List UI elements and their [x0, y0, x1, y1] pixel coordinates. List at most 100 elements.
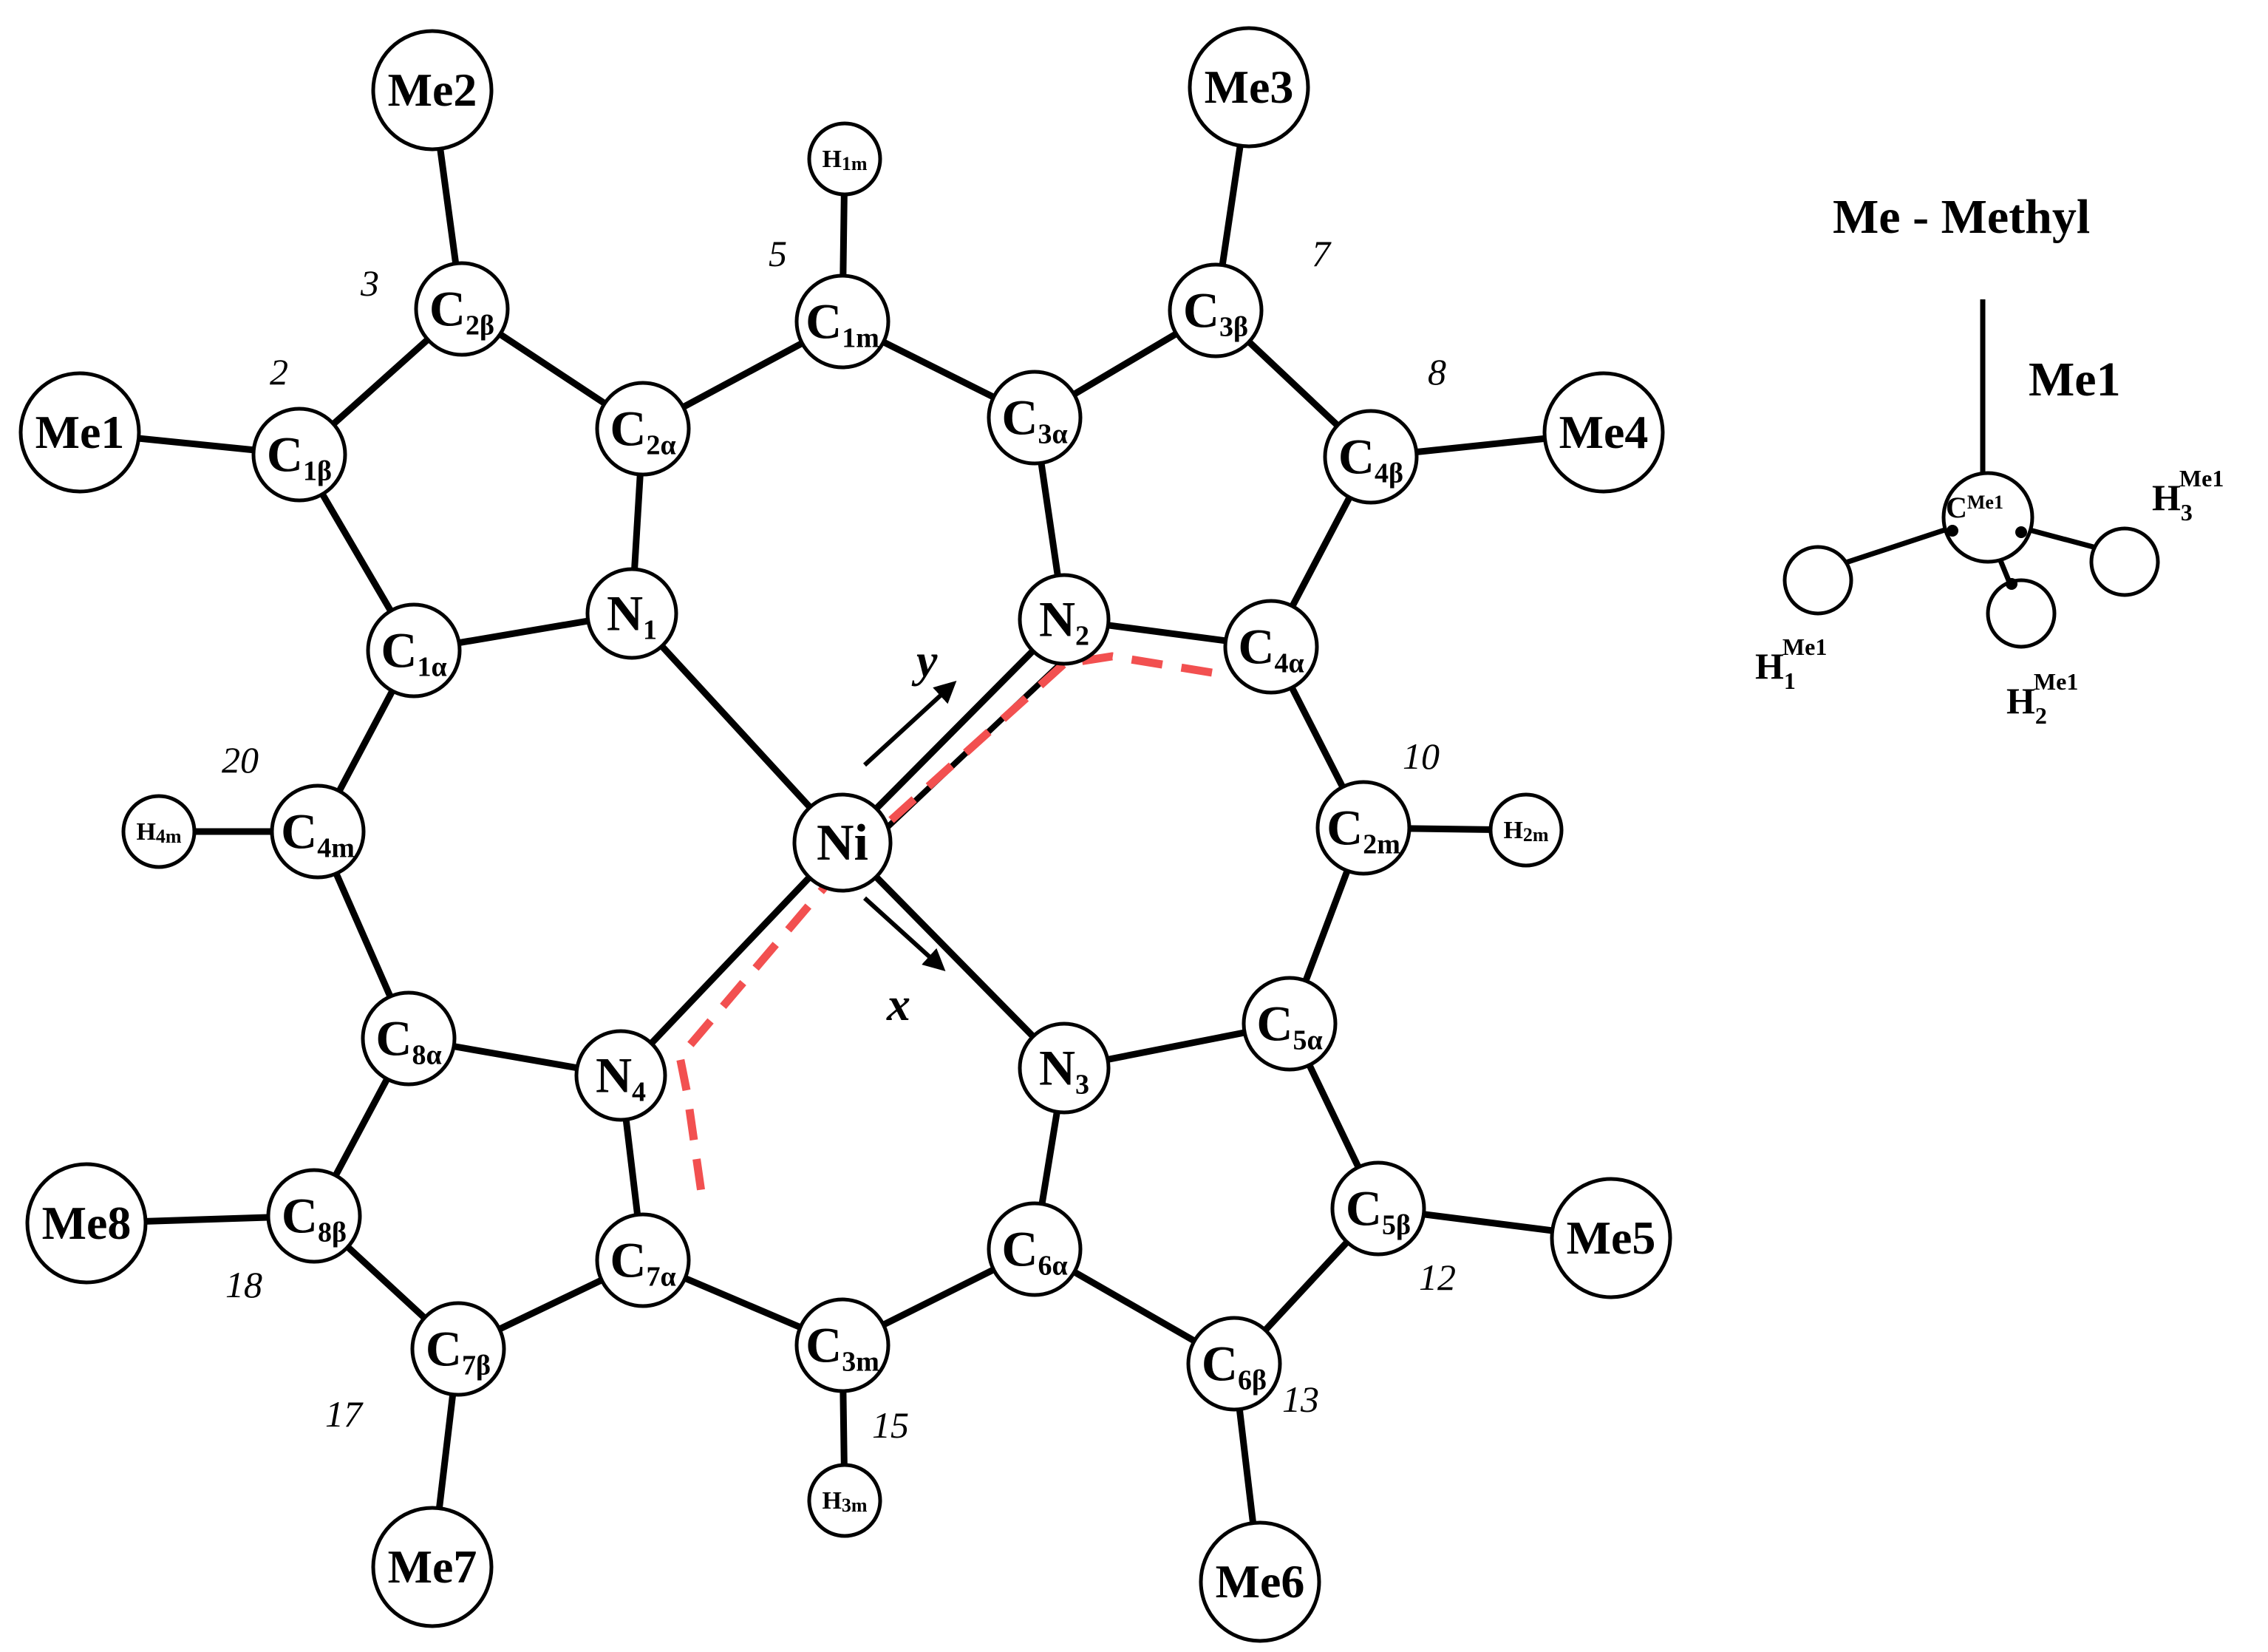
atom-circle — [807, 1463, 882, 1538]
atom-C8a: C8α — [361, 990, 457, 1087]
atom-circle — [574, 1029, 667, 1122]
atom-N2: N2 — [1018, 573, 1111, 666]
atom-symbol: N — [607, 585, 643, 641]
atom-circle — [251, 407, 347, 503]
atom-label: C2m — [1327, 799, 1400, 860]
atom-label: C6α — [1001, 1220, 1067, 1281]
atom-circle — [25, 1162, 148, 1285]
atom-subscript: 2 — [1075, 620, 1089, 651]
legend-group-label: Me1 — [2029, 353, 2121, 407]
atom-symbol: C — [429, 280, 466, 336]
position-number: 10 — [1403, 735, 1440, 777]
atom-symbol: C — [267, 426, 303, 482]
atom-subscript: 8α — [412, 1039, 441, 1070]
atom-label: C5α — [1256, 995, 1322, 1056]
x-axis-label: x — [886, 978, 910, 1030]
atom-symbol: H — [136, 818, 155, 846]
atom-C3b: C3β — [1168, 262, 1264, 358]
atom-symbol: C — [1183, 282, 1219, 338]
atom-symbol: N — [1039, 591, 1075, 647]
atom-subscript: 5β — [1382, 1209, 1411, 1240]
atom-symbol: N — [1039, 1039, 1075, 1095]
atom-circle — [121, 794, 197, 869]
atom-subscript: 6α — [1038, 1250, 1067, 1281]
atom-C4m: C4m — [270, 783, 366, 880]
position-number: 20 — [222, 739, 259, 781]
atom-circle — [987, 1201, 1083, 1297]
atom-symbol: C — [806, 293, 842, 349]
position-number: 3 — [360, 262, 379, 304]
atom-C2b: C2β — [414, 261, 510, 357]
atom-Me5: Me5 — [1550, 1177, 1672, 1299]
legend-hydrogen-label: H2Me1 — [2006, 668, 2078, 729]
atom-label: N1 — [607, 585, 657, 645]
legend-hydrogen-atom — [2089, 526, 2160, 597]
legend-hydrogen-label: H3Me1 — [2152, 465, 2224, 526]
atom-circle — [794, 1297, 890, 1393]
atom-C1b: C1β — [251, 407, 347, 503]
atom-symbol: C — [1001, 1220, 1038, 1277]
atom-C6a: C6α — [987, 1201, 1083, 1297]
atom-symbol: Me2 — [388, 64, 477, 116]
atom-subscript: 4β — [1375, 458, 1403, 489]
atom-label: H3m — [822, 1487, 867, 1516]
atom-Me4: Me4 — [1542, 371, 1665, 494]
atom-symbol: Me6 — [1216, 1555, 1305, 1608]
atom-subscript: 1α — [417, 651, 446, 682]
atom-subscript: 3β — [1219, 311, 1248, 342]
atom-symbol: C — [381, 622, 417, 678]
atom-superscript: Me1 — [2179, 465, 2224, 492]
atom-circle — [361, 990, 457, 1087]
atom-symbol: C — [1327, 799, 1363, 855]
atom-label: Me4 — [1559, 406, 1649, 458]
atom-label: C3α — [1001, 389, 1067, 449]
atom-symbol: Me5 — [1567, 1211, 1656, 1264]
atom-circle — [371, 1506, 494, 1628]
legend-hydrogen-label: H1Me1 — [1755, 633, 1827, 694]
atom-label: C3m — [806, 1316, 879, 1377]
position-number: 15 — [872, 1404, 909, 1446]
position-number: 12 — [1419, 1257, 1456, 1298]
atom-symbol: H — [2006, 680, 2035, 721]
atom-H2m: H2m — [1488, 792, 1564, 868]
atom-N4: N4 — [574, 1029, 667, 1122]
atom-subscript: 4α — [1274, 647, 1304, 679]
atom-symbol: H — [822, 1487, 841, 1515]
atom-subscript: 2m — [1363, 829, 1400, 860]
atom-label: C4m — [281, 803, 355, 863]
atom-label: Me7 — [388, 1540, 477, 1593]
atom-C8b: C8β — [266, 1168, 362, 1264]
atom-symbol: H — [1503, 817, 1522, 844]
atom-symbol: C — [1001, 389, 1038, 445]
position-number: 17 — [325, 1393, 364, 1435]
atom-circle — [266, 1168, 362, 1264]
atom-symbol: C — [806, 1316, 842, 1373]
atom-symbol: C — [610, 1231, 646, 1288]
atom-circle — [366, 602, 462, 698]
atom-symbol: C — [1202, 1335, 1238, 1391]
atom-subscript: 1m — [842, 153, 868, 174]
bond-Ni-N1 — [629, 611, 845, 846]
atom-subscript: 6β — [1238, 1364, 1267, 1396]
position-number: 8 — [1428, 351, 1446, 392]
atom-symbol: Ni — [817, 815, 868, 871]
atom-symbol: C — [426, 1320, 462, 1376]
atom-circle — [1550, 1177, 1672, 1299]
atom-symbol: C — [1946, 491, 1967, 524]
atom-subscript: 4m — [317, 832, 355, 863]
atom-symbol: C — [281, 803, 317, 859]
atom-circle — [371, 29, 494, 152]
atom-H1m: H1m — [807, 121, 882, 197]
x-axis-arrow — [862, 896, 946, 972]
atom-C2a: C2α — [595, 381, 691, 477]
atom-N3: N3 — [1018, 1022, 1111, 1115]
atom-circle — [1018, 1022, 1111, 1115]
atom-subscript: 1 — [1784, 667, 1796, 694]
atom-label: Me2 — [388, 64, 477, 116]
atom-superscript: Me1 — [1967, 492, 2003, 513]
atom-subscript: 4m — [156, 826, 182, 847]
atom-C5a: C5α — [1242, 976, 1338, 1072]
atom-superscript: Me1 — [2034, 668, 2078, 695]
bond-dot — [2015, 526, 2027, 538]
atom-circle — [1018, 573, 1111, 666]
